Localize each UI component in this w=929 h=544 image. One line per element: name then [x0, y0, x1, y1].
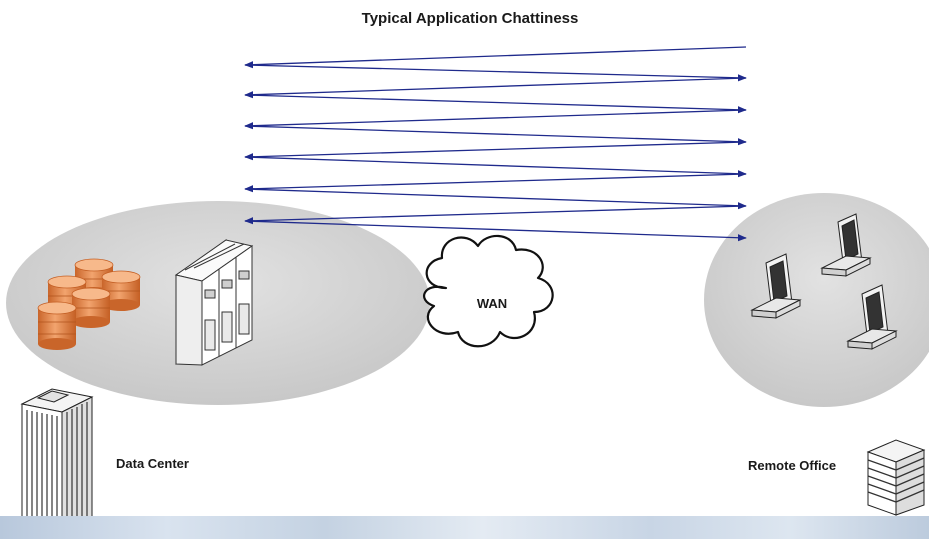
- arrow-to-client: [244, 125, 747, 146]
- wan-cloud-icon: [423, 234, 554, 348]
- arrow-to-server: [244, 77, 747, 99]
- arrow-to-server: [244, 141, 747, 161]
- database-icon-group: [37, 258, 141, 350]
- arrow-to-server: [244, 109, 747, 130]
- remote-building-icon: [866, 439, 926, 516]
- remote-office-ellipse: [704, 193, 929, 407]
- arrow-to-server: [244, 173, 747, 193]
- arrow-to-server: [244, 46, 747, 69]
- server-rack-icon: [174, 239, 254, 366]
- computer-icon: [750, 253, 802, 319]
- footer-band: [0, 516, 929, 539]
- computer-icon: [820, 213, 872, 277]
- arrow-to-client: [244, 64, 747, 82]
- chatty-arrows: [244, 46, 747, 242]
- computer-icon: [846, 284, 898, 350]
- arrow-to-client: [244, 220, 747, 242]
- wan-label: WAN: [476, 296, 508, 311]
- database-icon: [71, 287, 111, 328]
- diagram-title: Typical Application Chattiness: [361, 10, 579, 27]
- arrow-to-server: [244, 205, 747, 225]
- data-center-label: Data Center: [116, 456, 189, 471]
- arrow-to-client: [244, 188, 747, 210]
- arrow-to-client: [244, 156, 747, 178]
- remote-office-label: Remote Office: [748, 458, 837, 473]
- arrow-to-client: [244, 94, 747, 114]
- database-icon: [37, 301, 77, 350]
